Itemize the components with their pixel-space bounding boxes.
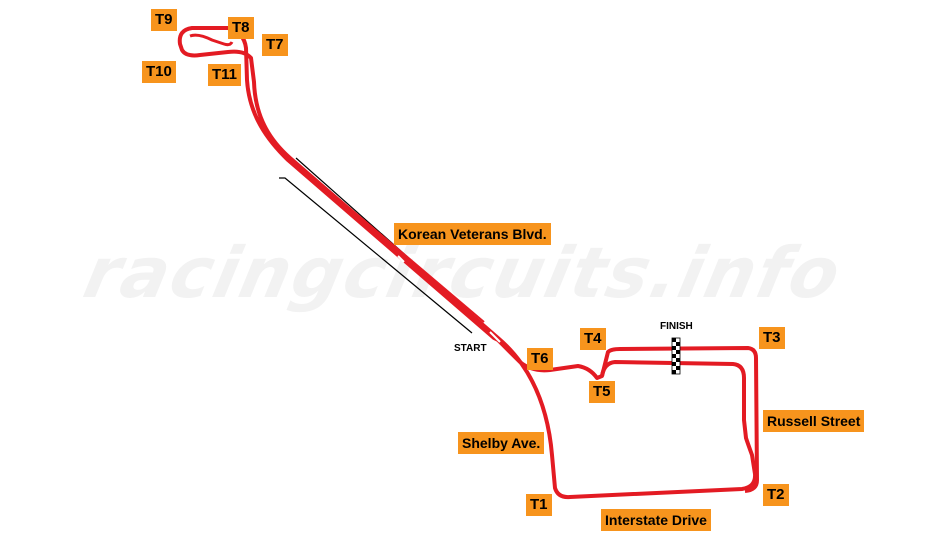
turn-label-t8: T8 [228, 17, 254, 39]
street-label-korean-veterans: Korean Veterans Blvd. [394, 223, 551, 245]
barrier-wall-left [279, 177, 473, 334]
turn-label-t9: T9 [151, 9, 177, 31]
pit-lane-marker [397, 255, 405, 263]
hairpin-inner [189, 33, 234, 47]
turn-label-t5: T5 [589, 381, 615, 403]
street-label-russell: Russell Street [763, 410, 865, 432]
turn-label-t4: T4 [580, 328, 606, 350]
start-label: START [454, 343, 487, 354]
turn-label-t7: T7 [262, 34, 288, 56]
finish-line-flag [671, 337, 681, 375]
start-line-marker [489, 331, 501, 343]
turn-label-t2: T2 [763, 484, 789, 506]
track-front-straight [600, 346, 759, 493]
turn-label-t10: T10 [142, 61, 176, 83]
street-label-shelby: Shelby Ave. [458, 432, 545, 454]
turn-label-t6: T6 [527, 348, 553, 370]
turn-label-t3: T3 [759, 327, 785, 349]
turn-label-t1: T1 [526, 494, 552, 516]
track-outline [177, 26, 758, 500]
finish-label: FINISH [660, 321, 693, 332]
turn-label-t11: T11 [208, 64, 242, 86]
street-label-interstate: Interstate Drive [601, 509, 711, 531]
pit-lane [299, 165, 485, 323]
